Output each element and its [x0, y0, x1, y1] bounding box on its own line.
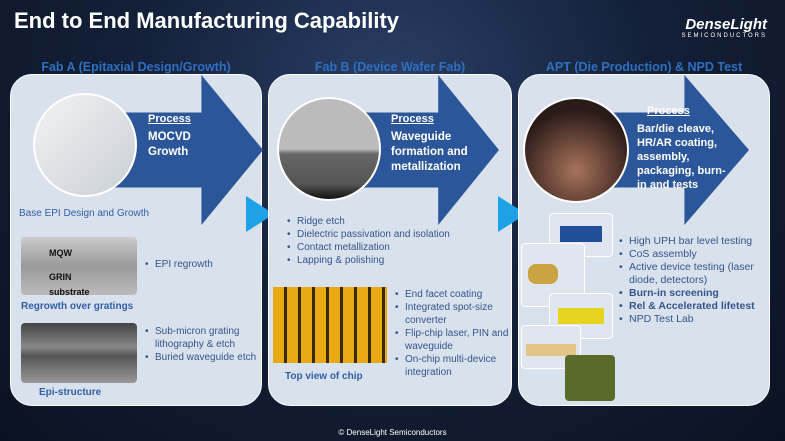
process-text: Waveguide formation and metallization [391, 131, 468, 173]
chip-top-view-image [273, 287, 387, 363]
bullet: Flip-chip laser, PIN and waveguide [395, 327, 511, 353]
product-image-photonics-chip [565, 355, 615, 401]
bullet: Lapping & polishing [287, 254, 507, 267]
process-label: Process [391, 113, 434, 125]
bullets-fab-b-2: End facet coatingIntegrated spot-size co… [395, 288, 511, 379]
process-label: Process [148, 113, 191, 125]
process-label: Process [647, 105, 690, 117]
caption-base-epi: Base EPI Design and Growth [19, 208, 150, 219]
page-title: End to End Manufacturing Capability [14, 8, 399, 33]
waveguide-photo [277, 97, 381, 201]
bullet: Rel & Accelerated lifetest [619, 300, 769, 313]
bullet: Dielectric passivation and isolation [287, 228, 507, 241]
bullet: EPI regrowth [145, 258, 255, 271]
label-grin: GRIN [49, 272, 72, 282]
caption-regrowth: Regrowth over gratings [21, 301, 134, 312]
mocvd-photo [33, 93, 137, 197]
bullet: On-chip multi-device integration [395, 353, 511, 379]
process-text: MOCVD Growth [148, 131, 191, 158]
logo-sub: SEMICONDUCTORS [681, 33, 767, 39]
bullet: Integrated spot-size converter [395, 301, 511, 327]
product-image-module [549, 293, 613, 339]
caption-epi-structure: Epi-structure [39, 387, 102, 398]
label-substrate: substrate [49, 287, 90, 297]
bullet: CoS assembly [619, 248, 769, 261]
product-image-pic [521, 325, 581, 369]
panel-a-header: Fab A (Epitaxial Design/Growth) [41, 60, 231, 74]
panel-b-header: Fab B (Device Wafer Fab) [314, 60, 466, 74]
bullets-grating: Sub-micron grating lithography & etchBur… [145, 325, 257, 364]
caption-top-view: Top view of chip [285, 371, 363, 382]
bullet: Buried waveguide etch [145, 351, 257, 364]
epi-structure-image [21, 323, 137, 383]
regrowth-image: MQW GRIN substrate [21, 237, 137, 297]
bullet: Sub-micron grating lithography & etch [145, 325, 257, 351]
process-text: Bar/die cleave, HR/AR coating, assembly,… [637, 123, 726, 191]
bullet: End facet coating [395, 288, 511, 301]
bullet: Contact metallization [287, 241, 507, 254]
bullets-regrowth: EPI regrowth [145, 258, 255, 271]
cleave-photo [523, 97, 629, 203]
panel-c-header: APT (Die Production) & NPD Test [545, 60, 743, 74]
bullet: Ridge etch [287, 215, 507, 228]
bullets-apt: High UPH bar level testingCoS assemblyAc… [619, 235, 769, 326]
label-mqw: MQW [49, 248, 72, 258]
bullet: NPD Test Lab [619, 313, 769, 326]
logo-name: DenseLight [685, 16, 767, 33]
bullets-fab-b: Ridge etchDielectric passivation and iso… [287, 215, 507, 267]
footer-copyright: © DenseLight Semiconductors [338, 428, 447, 437]
bullet: Burn-in screening [619, 287, 769, 300]
bullet: High UPH bar level testing [619, 235, 769, 248]
bullet: Active device testing (laser diode, dete… [619, 261, 769, 287]
